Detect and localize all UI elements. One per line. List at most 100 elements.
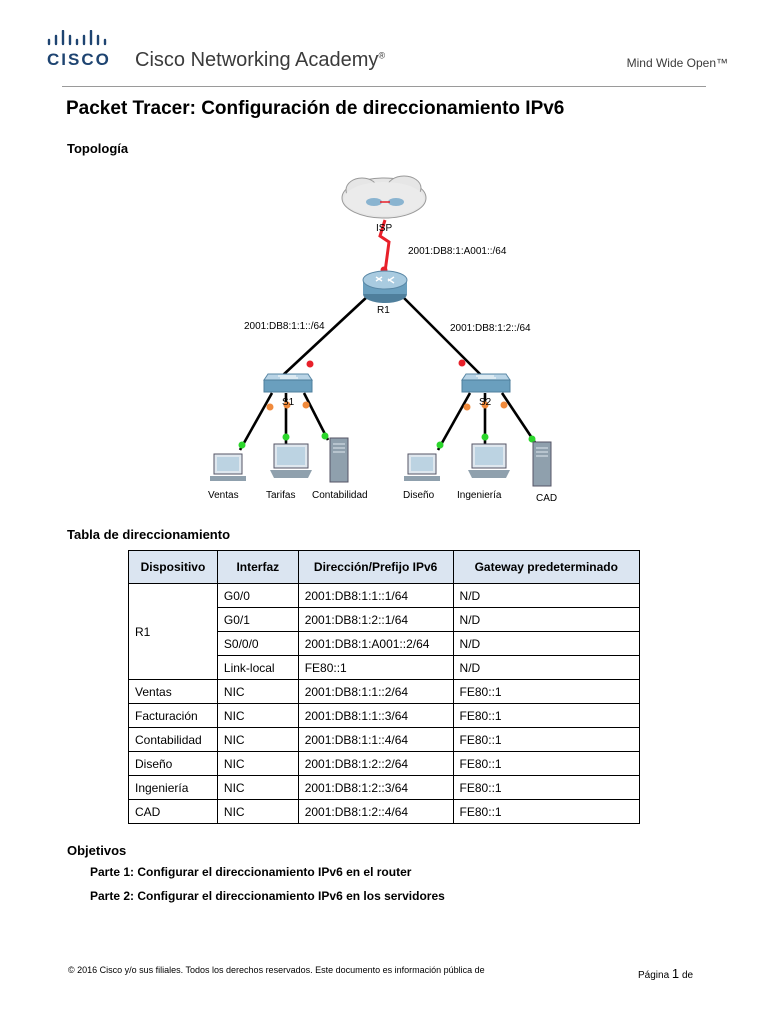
objectives-heading: Objetivos	[67, 843, 127, 858]
gateway-cell: N/D	[452, 631, 641, 656]
r1-s1-link	[281, 295, 369, 377]
isp-network-label: 2001:DB8:1:A001::/64	[408, 246, 507, 257]
switch-s2-icon	[461, 373, 511, 393]
page-number: 1	[671, 966, 680, 981]
address-cell: 2001:DB8:1:1::2/64	[297, 679, 454, 704]
cisco-bars-logo-icon	[47, 30, 107, 46]
gateway-cell: FE80::1	[452, 751, 641, 776]
device-cell: CAD	[128, 799, 218, 824]
column-header: Dispositivo	[128, 550, 218, 584]
topology-heading: Topología	[67, 141, 129, 156]
address-cell: 2001:DB8:1:2::2/64	[297, 751, 454, 776]
laptop-ingenieria-icon	[468, 443, 510, 478]
address-cell: FE80::1	[297, 655, 454, 680]
registered-mark: ®	[378, 50, 386, 61]
router-icon	[362, 270, 408, 303]
r1-s2-link	[401, 295, 483, 377]
switch-s2-label: S2	[479, 397, 492, 408]
interface-cell: NIC	[216, 679, 299, 704]
table-row: Diseño NIC 2001:DB8:1:2::2/64 FE80::1	[128, 751, 641, 776]
s1-ventas-link	[238, 392, 274, 451]
gateway-cell: N/D	[452, 655, 641, 680]
host-ventas-label: Ventas	[208, 490, 239, 501]
gateway-cell: FE80::1	[452, 775, 641, 800]
s2-cad-link	[500, 392, 538, 445]
table-row: Facturación NIC 2001:DB8:1:1::3/64 FE80:…	[128, 703, 641, 728]
page-of: de	[681, 970, 694, 981]
interface-cell: Link-local	[216, 655, 299, 680]
table-row: R1 G0/0 2001:DB8:1:1::1/64 N/D	[128, 583, 641, 680]
isp-label: ISP	[376, 223, 392, 234]
host-tarifas-label: Tarifas	[266, 490, 295, 501]
gateway-cell: FE80::1	[452, 703, 641, 728]
server-cad-icon	[532, 441, 552, 487]
address-cell: 2001:DB8:1:2::3/64	[297, 775, 454, 800]
table-row: Ventas NIC 2001:DB8:1:1::2/64 FE80::1	[128, 679, 641, 704]
host-diseno-label: Diseño	[403, 490, 435, 501]
interface-cell: NIC	[216, 703, 299, 728]
addressing-table: Dispositivo Interfaz Dirección/Prefijo I…	[128, 550, 641, 824]
address-cell: 2001:DB8:1:A001::2/64	[297, 631, 454, 656]
pc-diseno-icon	[404, 453, 440, 481]
address-cell: 2001:DB8:1:1::4/64	[297, 727, 454, 752]
gateway-cell: FE80::1	[452, 679, 641, 704]
topology-diagram: ISP 2001:DB8:1:A001::/64 R1 2001:DB8:1:1…	[208, 175, 557, 504]
isp-r1-serial-link	[378, 219, 391, 273]
tagline: Mind Wide Open™	[626, 56, 728, 70]
table-row: Ingeniería NIC 2001:DB8:1:2::3/64 FE80::…	[128, 775, 641, 800]
document-title: Packet Tracer: Configuración de direccio…	[66, 98, 565, 119]
pc-ventas-icon	[210, 453, 246, 481]
table-row: Link-local FE80::1 N/D	[129, 655, 641, 680]
interface-cell: G0/1	[216, 607, 299, 632]
table-row: CAD NIC 2001:DB8:1:2::4/64 FE80::1	[128, 799, 641, 824]
address-cell: 2001:DB8:1:1::3/64	[297, 703, 454, 728]
column-header: Gateway predeterminado	[452, 550, 641, 584]
gateway-cell: N/D	[452, 607, 641, 632]
device-cell: Ventas	[128, 679, 218, 704]
address-cell: 2001:DB8:1:2::1/64	[297, 607, 454, 632]
page-header: CISCO Cisco Networking Academy® Mind Wid…	[0, 0, 768, 86]
header-divider	[62, 86, 706, 87]
interface-cell: NIC	[216, 775, 299, 800]
addressing-table-heading: Tabla de direccionamiento	[67, 527, 231, 542]
device-cell: Contabilidad	[128, 727, 218, 752]
router-label: R1	[377, 305, 390, 316]
gateway-cell: N/D	[452, 583, 641, 608]
gateway-cell: FE80::1	[452, 799, 641, 824]
switch-s1-icon	[263, 373, 313, 393]
left-network-label: 2001:DB8:1:1::/64	[244, 321, 325, 332]
table-row: Contabilidad NIC 2001:DB8:1:1::4/64 FE80…	[128, 727, 641, 752]
host-contabilidad-label: Contabilidad	[312, 490, 368, 501]
page-word: Página	[638, 970, 670, 981]
interface-cell: NIC	[216, 751, 299, 776]
s1-contabilidad-link	[302, 392, 330, 441]
academy-name: Cisco Networking Academy®	[135, 49, 385, 72]
cisco-wordmark: CISCO	[47, 50, 111, 69]
link-status-dots	[238, 266, 536, 449]
interface-cell: S0/0/0	[216, 631, 299, 656]
device-cell: Facturación	[128, 703, 218, 728]
table-row: S0/0/0 2001:DB8:1:A001::2/64 N/D	[129, 631, 641, 656]
switch-s1-label: S1	[282, 397, 295, 408]
footer-copyright: © 2016 Cisco y/o sus filiales. Todos los…	[68, 965, 485, 975]
host-ingenieria-label: Ingeniería	[457, 490, 502, 501]
server-contabilidad-icon	[329, 437, 349, 483]
column-header: Interfaz	[216, 550, 299, 584]
isp-cloud-icon	[341, 175, 427, 219]
table-row: G0/1 2001:DB8:1:2::1/64 N/D	[129, 607, 641, 632]
host-cad-label: CAD	[536, 493, 557, 504]
objective-item: Parte 2: Configurar el direccionamiento …	[90, 889, 445, 903]
interface-cell: NIC	[216, 799, 299, 824]
table-header-row: Dispositivo Interfaz Dirección/Prefijo I…	[128, 550, 641, 584]
address-cell: 2001:DB8:1:1::1/64	[297, 583, 454, 608]
device-cell: Ingeniería	[128, 775, 218, 800]
column-header: Dirección/Prefijo IPv6	[297, 550, 454, 584]
s2-diseno-link	[436, 392, 472, 451]
footer-page-number: Página 1 de	[638, 966, 693, 981]
address-cell: 2001:DB8:1:2::4/64	[297, 799, 454, 824]
academy-text: Cisco Networking Academy	[135, 49, 379, 71]
objective-item: Parte 1: Configurar el direccionamiento …	[90, 865, 412, 879]
device-cell: Diseño	[128, 751, 218, 776]
interface-cell: G0/0	[216, 583, 299, 608]
gateway-cell: FE80::1	[452, 727, 641, 752]
